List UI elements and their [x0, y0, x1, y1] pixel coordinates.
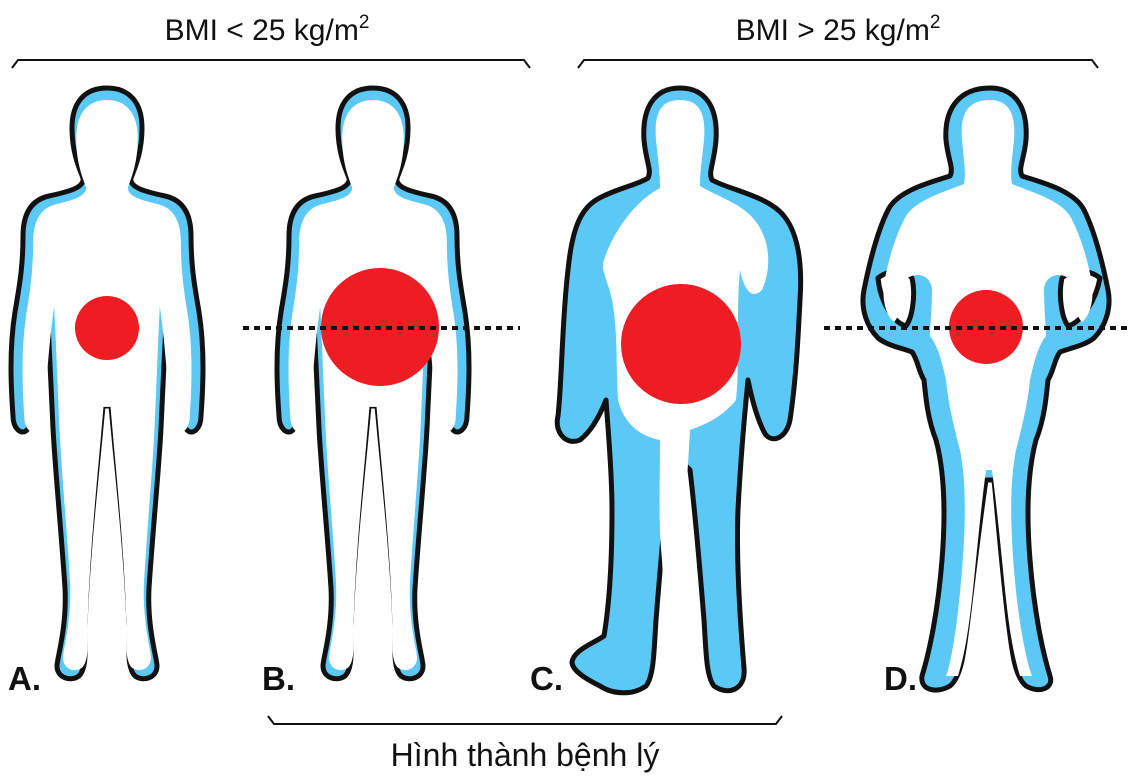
figure-d	[824, 88, 1132, 690]
pathology-bracket	[268, 716, 782, 724]
panel-label-b: B.	[262, 660, 295, 697]
pathology-label: Hình thành bệnh lý	[391, 737, 660, 773]
panel-label-c: C.	[530, 660, 563, 697]
visceral-fat-a	[75, 296, 139, 360]
normal-bmi-label: BMI < 25 kg/m2	[165, 12, 370, 47]
overweight-bmi-bracket	[578, 60, 1098, 68]
figure-b	[243, 88, 520, 679]
panel-label-a: A.	[8, 660, 41, 697]
figure-a	[11, 88, 203, 679]
panel-label-d: D.	[884, 660, 917, 697]
visceral-fat-c	[621, 284, 741, 404]
normal-bmi-bracket	[12, 60, 530, 68]
figure-c	[557, 88, 800, 693]
overweight-bmi-label: BMI > 25 kg/m2	[736, 12, 941, 47]
